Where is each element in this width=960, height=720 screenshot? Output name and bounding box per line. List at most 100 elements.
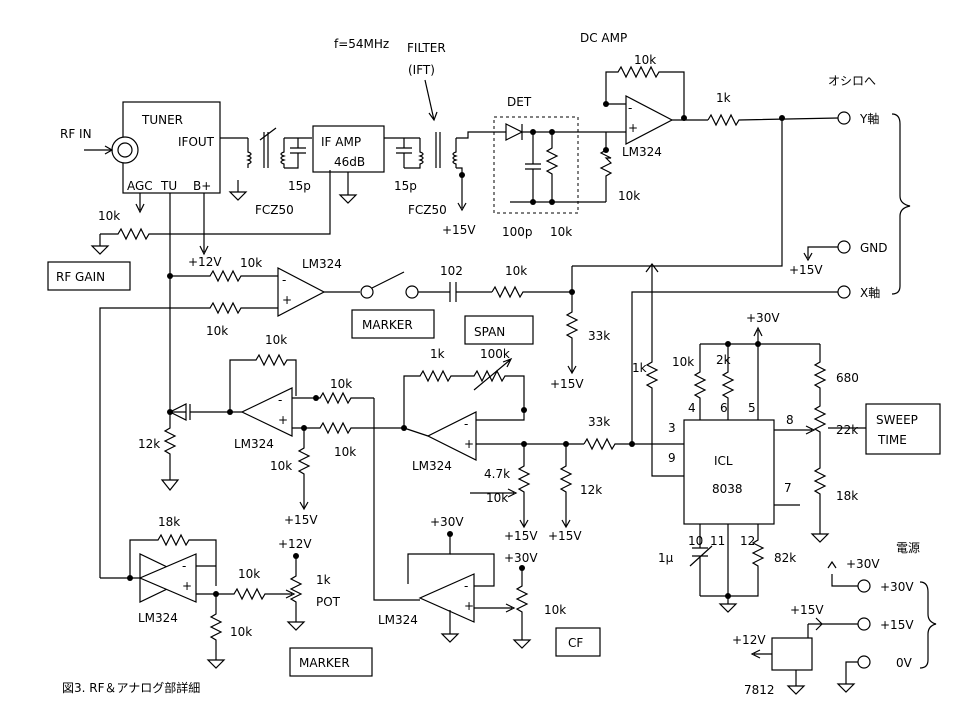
label-parts-r10k-cf: 10k <box>544 603 566 617</box>
label-opamp-signs-minus: - <box>464 417 468 431</box>
span-box <box>464 315 534 345</box>
fcz50-transformer-2: FCZ50 <box>404 132 458 217</box>
label-parts-op-mk: LM324 <box>302 257 342 271</box>
label-rails-v0-out: 0V <box>896 656 913 670</box>
label-blocks-sweep-time-2: TIME <box>877 433 907 447</box>
label-pins-p3: 3 <box>668 421 676 435</box>
scope-output-block: オシロへ Y軸 GND +15V X軸 <box>789 74 911 300</box>
cf-amp-block: +30V - + LM324 +30V 10k CF <box>378 515 601 657</box>
label-parts-r10k-icl: 10k <box>672 355 694 369</box>
label-blocks-det: DET <box>507 95 532 109</box>
label-parts-c102: 102 <box>440 264 463 278</box>
label-parts-r680: 680 <box>836 371 859 385</box>
label-parts-r4k7: 4.7k <box>484 467 510 481</box>
label-blocks-span: SPAN <box>474 325 505 339</box>
label-parts-fcz1: FCZ50 <box>255 203 294 217</box>
icl8038-block: ICL 8038 3 4 6 5 8 9 7 10 11 12 1k 10k 2… <box>632 266 859 613</box>
label-parts-r10k-in1: 10k <box>330 377 352 391</box>
label-rails-v30-icl: +30V <box>746 311 780 325</box>
label-rails-v15-gnd: +15V <box>789 263 823 277</box>
label-blocks-y-axis: Y軸 <box>859 112 879 126</box>
label-blocks-agc: AGC <box>127 179 153 193</box>
label-blocks-ift: (IFT) <box>408 63 435 77</box>
label-parts-r10k-span-pot: 10k <box>486 491 508 505</box>
label-rails-v30-out: +30V <box>880 580 914 594</box>
label-pins-p7: 7 <box>784 481 792 495</box>
capacitor-15p-2: 15p <box>394 138 417 193</box>
label-parts-r18k-icl: 18k <box>836 489 858 503</box>
fcz50-transformer-1: FCZ50 <box>246 127 294 217</box>
label-opamp-signs-minus: - <box>182 559 186 573</box>
label-parts-c15p-2: 15p <box>394 179 417 193</box>
label-parts-r33k-sweep: 33k <box>588 415 610 429</box>
label-blocks-pot: POT <box>316 595 341 609</box>
label-parts-r10k-mk4: 10k <box>230 625 252 639</box>
label-parts-r1k-icl: 1k <box>632 361 647 375</box>
label-parts-r1k-span: 1k <box>430 347 445 361</box>
label-pins-p11: 11 <box>710 534 725 548</box>
label-parts-r100k-span: 100k <box>480 347 510 361</box>
label-pins-p8: 8 <box>786 413 794 427</box>
label-rails-v15-bias1: +15V <box>284 513 318 527</box>
label-blocks-bplus: B+ <box>193 179 211 193</box>
label-parts-r10k-mk2: 10k <box>206 324 228 338</box>
rf-gain-block: 10k RF GAIN <box>47 170 331 291</box>
label-parts-r2k-icl: 2k <box>716 353 731 367</box>
label-blocks-marker-sw: MARKER <box>362 318 413 332</box>
label-pins-p4: 4 <box>688 401 696 415</box>
label-opamp-signs-plus: + <box>278 413 288 427</box>
inverter-1-block: 10k - + LM324 10k 10k 10k +15V 12k <box>138 333 404 527</box>
label-pins-p10: 10 <box>688 534 703 548</box>
rf-in-label: RF IN <box>60 127 114 155</box>
label-parts-r10k-marker: 10k <box>505 264 527 278</box>
label-blocks-gnd: GND <box>860 241 888 255</box>
label-parts-op-cf: LM324 <box>378 613 418 627</box>
label-opamp-signs-plus: + <box>282 293 292 307</box>
label-parts-r10k-bias1: 10k <box>270 459 292 473</box>
label-blocks-dc-amp: DC AMP <box>580 31 627 45</box>
label-opamp-signs-minus: - <box>628 101 632 115</box>
label-blocks-sweep-time-1: SWEEP <box>876 413 918 427</box>
label-rails-v30-cf: +30V <box>430 515 464 529</box>
capacitor-15p-1: 15p <box>284 137 312 193</box>
label-parts-r12k-1: 12k <box>138 437 160 451</box>
label-parts-r10k-dc-top: 10k <box>634 53 656 67</box>
label-parts-r10k-dc-bot: 10k <box>618 189 640 203</box>
label-rails-v12-pot: +12V <box>278 537 312 551</box>
detector-block: DET 100p 10k <box>493 95 606 239</box>
if-amp-block: IF AMP 46dB <box>312 125 385 204</box>
label-parts-r22k: 22k <box>836 423 858 437</box>
label-rails-v15-pot2: +15V <box>548 529 582 543</box>
label-opamp-signs-plus: + <box>628 121 638 135</box>
label-opamp-signs-minus: - <box>464 579 468 593</box>
label-blocks-to-osc: オシロへ <box>828 74 876 88</box>
label-parts-r12k-2: 12k <box>580 483 602 497</box>
label-parts-r1k-out: 1k <box>716 91 731 105</box>
label-rails-v15-supply-in: +15V <box>790 603 824 617</box>
marker-pot-amp-block: 18k - + LM324 10k 10k +12V 1k POT MARKER <box>100 515 373 677</box>
label-blocks-icl: ICL <box>714 454 733 468</box>
label-opamp-signs-plus: + <box>464 437 474 451</box>
label-blocks-rf-in: RF IN <box>60 127 92 141</box>
label-parts-r10k-det: 10k <box>550 225 572 239</box>
label-parts-r82k: 82k <box>774 551 796 565</box>
label-pins-p9: 9 <box>668 451 676 465</box>
label-opamp-signs-plus: + <box>464 599 474 613</box>
label-pins-p6: 6 <box>720 401 728 415</box>
label-blocks-if-amp: IF AMP <box>321 135 361 149</box>
marker-amp-block: 10k - + LM324 10k MARKER 102 10k 33k +15… <box>99 256 659 578</box>
label-parts-op-dc: LM324 <box>622 145 662 159</box>
label-rails-v15-span: +15V <box>550 377 584 391</box>
label-rails-v12-reg: +12V <box>732 633 766 647</box>
label-blocks-cf: CF <box>568 636 583 650</box>
span-amp-block: 1k 100k - + LM324 4.7k 10k +15V 12k +15V… <box>401 347 684 543</box>
label-parts-op-span: LM324 <box>412 459 452 473</box>
label-parts-r10k-mk1: 10k <box>240 256 262 270</box>
label-blocks-if-gain: 46dB <box>334 155 365 169</box>
label-blocks-filter: FILTER <box>407 41 446 55</box>
label-parts-r10k-rfgain: 10k <box>98 209 120 223</box>
label-blocks-power: 電源 <box>896 541 920 555</box>
label-pins-p12: 12 <box>740 534 755 548</box>
